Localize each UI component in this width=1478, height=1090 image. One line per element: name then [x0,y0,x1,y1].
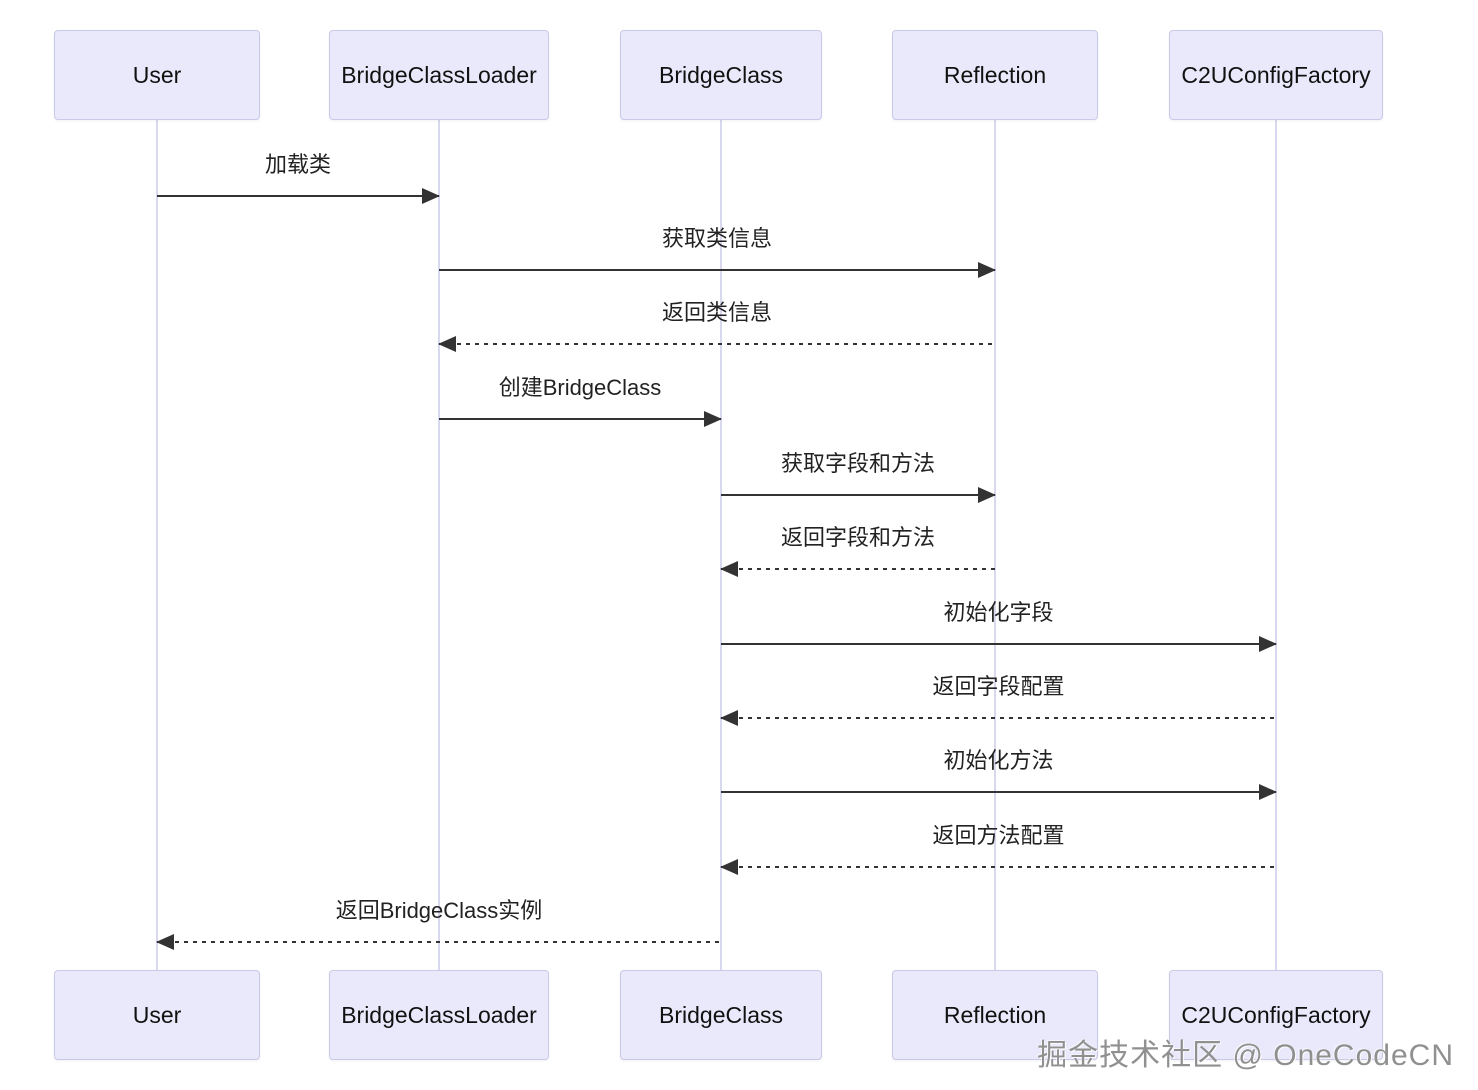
message-label: 返回类信息 [661,300,772,325]
actor-label: C2UConfigFactory [1181,61,1371,88]
actor-top-bridgeclass: BridgeClass [620,30,822,120]
lifeline-reflection [994,120,996,970]
message-label: 创建BridgeClass [498,375,662,400]
actor-label: User [132,1001,182,1028]
message-return-field-config: 返回字段配置 [720,667,1276,726]
arrowhead-right-icon [978,262,996,278]
actor-bottom-reflection: Reflection [892,970,1098,1060]
actor-label: Reflection [943,1001,1047,1028]
arrowhead-left-icon [438,336,456,352]
arrowhead-left-icon [156,934,174,950]
message-load-class: 加载类 [157,145,440,204]
message-init-methods: 初始化方法 [721,741,1277,800]
arrowhead-right-icon [978,487,996,503]
arrowhead-right-icon [1259,636,1277,652]
message-line [721,866,1276,868]
actor-bottom-c2uconfigfactory: C2UConfigFactory [1169,970,1383,1060]
message-get-class-info: 获取类信息 [439,219,996,278]
message-line [439,343,995,345]
actor-bottom-bridgeclass: BridgeClass [620,970,822,1060]
arrowhead-left-icon [720,710,738,726]
message-label: 返回BridgeClass实例 [335,898,543,923]
arrowhead-right-icon [422,188,440,204]
message-label: 返回字段和方法 [780,525,935,550]
message-line [721,568,995,570]
message-get-fields-methods: 获取字段和方法 [721,444,996,503]
message-line [721,643,1276,645]
actor-bottom-bridgeclassloader: BridgeClassLoader [329,970,549,1060]
message-line [439,418,721,420]
message-create-bridgeclass: 创建BridgeClass [439,368,722,427]
actor-label: BridgeClassLoader [341,1001,537,1028]
actor-label: Reflection [943,61,1047,88]
message-label: 初始化字段 [943,600,1054,625]
lifeline-user [156,120,158,970]
actor-bottom-user: User [54,970,260,1060]
message-line [721,717,1276,719]
message-return-bridgeclass-instance: 返回BridgeClass实例 [156,891,721,950]
actor-label: BridgeClass [659,61,783,88]
actor-top-reflection: Reflection [892,30,1098,120]
message-line [157,941,721,943]
arrowhead-left-icon [720,859,738,875]
message-init-fields: 初始化字段 [721,593,1277,652]
message-label: 获取字段和方法 [780,451,935,476]
message-return-method-config: 返回方法配置 [720,816,1276,875]
message-label: 返回字段配置 [932,674,1065,699]
arrowhead-right-icon [1259,784,1277,800]
actor-label: BridgeClassLoader [341,61,537,88]
message-label: 返回方法配置 [932,823,1065,848]
actor-label: C2UConfigFactory [1181,1001,1371,1028]
message-return-fields-methods: 返回字段和方法 [720,518,995,577]
message-line [721,791,1276,793]
lifeline-c2uconfigfactory [1275,120,1277,970]
actor-top-user: User [54,30,260,120]
actor-top-bridgeclassloader: BridgeClassLoader [329,30,549,120]
message-label: 初始化方法 [943,748,1054,773]
message-line [439,269,995,271]
message-return-class-info: 返回类信息 [438,293,995,352]
lifeline-bridgeclass [720,120,722,970]
message-label: 获取类信息 [661,226,772,251]
actor-label: User [132,61,182,88]
watermark: 掘金技术社区 @ OneCodeCN [1037,1039,1454,1072]
message-line [157,195,439,197]
actor-top-c2uconfigfactory: C2UConfigFactory [1169,30,1383,120]
message-label: 加载类 [264,152,331,177]
arrowhead-left-icon [720,561,738,577]
message-line [721,494,995,496]
actor-label: BridgeClass [659,1001,783,1028]
arrowhead-right-icon [704,411,722,427]
lifeline-bridgeclassloader [438,120,440,970]
